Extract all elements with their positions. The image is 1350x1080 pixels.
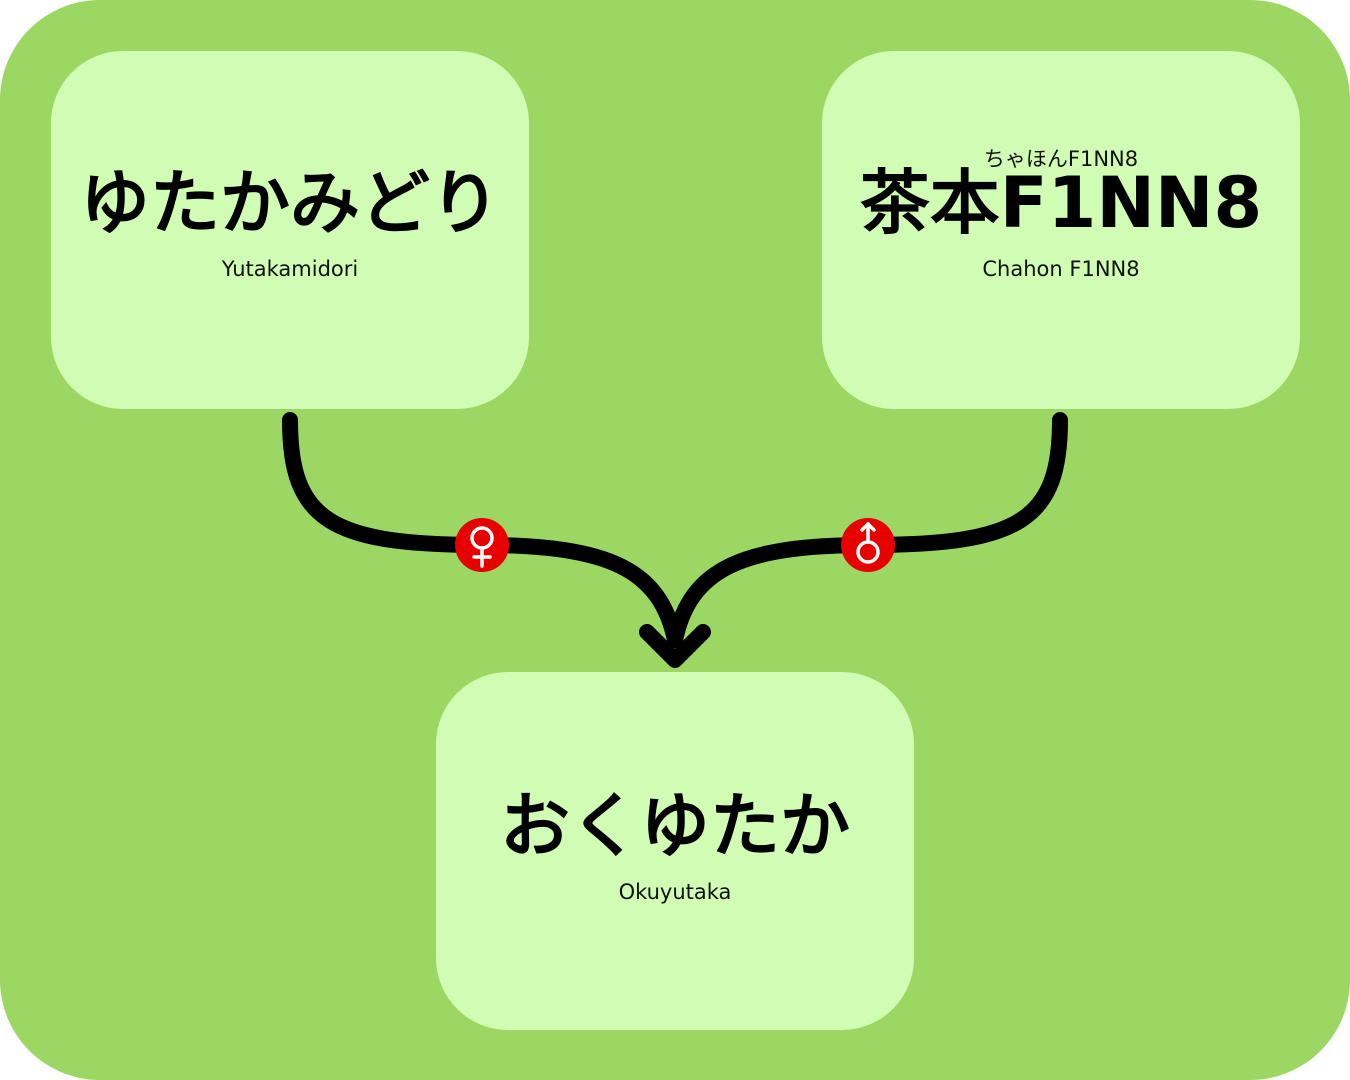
male-parent-card: ちゃほんF1NN8 茶本F1NN8 Chahon F1NN8 — [822, 51, 1300, 409]
male-symbol-icon — [856, 522, 880, 564]
male-parent-name-jp: 茶本F1NN8 — [859, 162, 1263, 244]
male-parent-name-romaji: Chahon F1NN8 — [982, 257, 1140, 281]
arrowhead-icon — [639, 624, 711, 668]
female-parent-name-jp: ゆたかみどり — [80, 162, 500, 244]
offspring-name-jp: おくゆたか — [500, 785, 850, 867]
female-badge — [455, 518, 509, 572]
female-parent-card: ゆたかみどり Yutakamidori — [51, 51, 529, 409]
female-parent-name-romaji: Yutakamidori — [221, 257, 359, 281]
female-symbol-icon — [470, 526, 494, 568]
male-badge — [841, 518, 895, 572]
male-parent-name-ruby: ちゃほんF1NN8 — [983, 147, 1139, 171]
offspring-name-romaji: Okuyutaka — [618, 880, 732, 904]
offspring-card: おくゆたか Okuyutaka — [436, 672, 914, 1030]
